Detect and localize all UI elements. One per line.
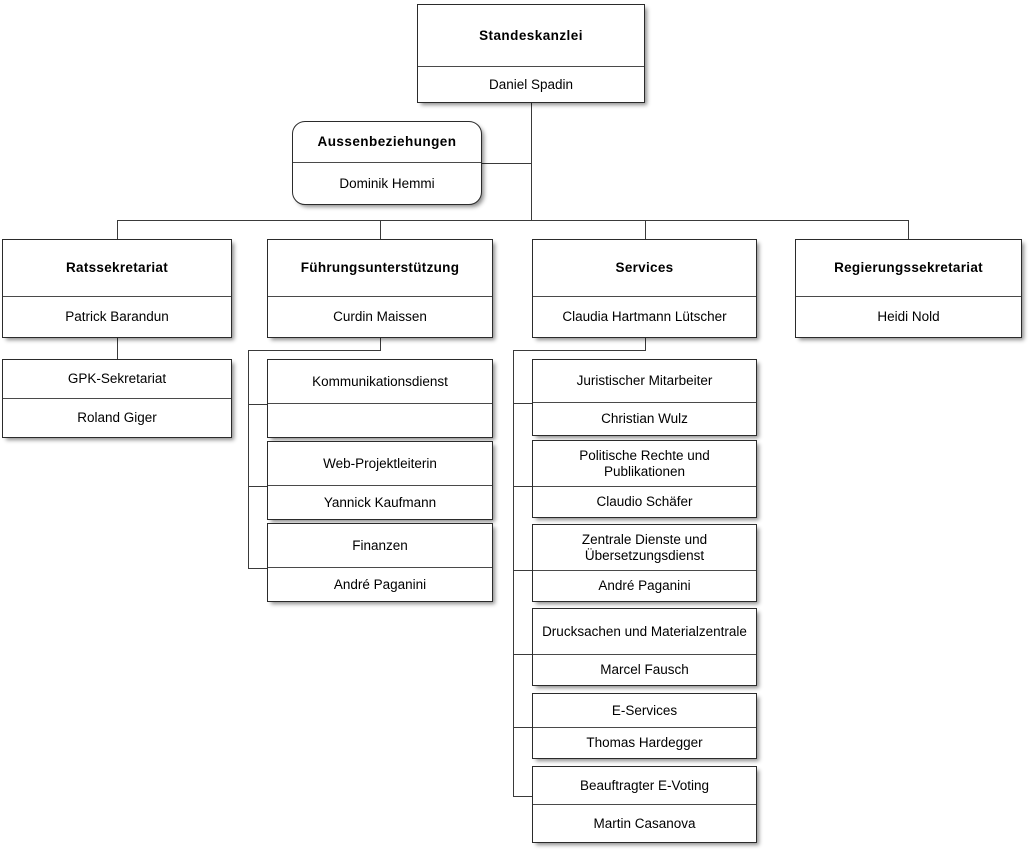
connector-services-stub-3	[513, 570, 533, 571]
node-e-services[interactable]: E-Services Thomas Hardegger	[532, 693, 757, 759]
connector-fuehrung-drop	[380, 338, 381, 350]
connector-services-stub-1	[513, 403, 533, 404]
node-standeskanzlei[interactable]: Standeskanzlei Daniel Spadin	[417, 4, 645, 103]
node-juristischer-mitarbeiter[interactable]: Juristischer Mitarbeiter Christian Wulz	[532, 359, 757, 436]
node-person: Thomas Hardegger	[533, 727, 756, 758]
connector-services-elbow	[513, 350, 646, 351]
connector-drop-ratssekretariat	[117, 220, 118, 240]
node-drucksachen-und-materialzentrale[interactable]: Drucksachen und Materialzentrale Marcel …	[532, 608, 757, 686]
connector-drop-regierungssekretariat	[908, 220, 909, 240]
connector-fuehrung-trunk	[248, 350, 249, 568]
connector-services-stub-2	[513, 486, 533, 487]
connector-staff-unit	[482, 163, 532, 164]
connector-services-stub-6	[513, 796, 533, 797]
node-title: Standeskanzlei	[479, 27, 583, 43]
node-ratssekretariat[interactable]: Ratssekretariat Patrick Barandun	[2, 239, 232, 338]
node-title: Kommunikationsdienst	[312, 373, 448, 389]
connector-fuehrung-elbow	[248, 350, 381, 351]
connector-services-drop	[645, 338, 646, 350]
connector-drop-fuehrungsunterstuetzung	[380, 220, 381, 240]
node-title: E-Services	[611, 702, 678, 718]
node-beauftragter-e-voting[interactable]: Beauftragter E-Voting Martin Casanova	[532, 766, 757, 843]
node-person: Christian Wulz	[533, 402, 756, 435]
node-person: André Paganini	[533, 570, 756, 601]
node-title: Services	[615, 260, 674, 276]
node-title: Ratssekretariat	[65, 260, 169, 276]
node-title: Aussenbeziehungen	[317, 134, 457, 150]
node-title: Beauftragter E-Voting	[579, 777, 710, 793]
node-person: Heidi Nold	[796, 296, 1021, 337]
node-gpk-sekretariat[interactable]: GPK-Sekretariat Roland Giger	[2, 359, 232, 438]
node-zentrale-dienste-und-uebersetzungsdienst[interactable]: Zentrale Dienste und Übersetzungsdienst …	[532, 524, 757, 602]
node-services[interactable]: Services Claudia Hartmann Lütscher	[532, 239, 757, 338]
connector-services-stub-4	[513, 654, 533, 655]
node-title: Drucksachen und Materialzentrale	[542, 623, 747, 639]
node-finanzen[interactable]: Finanzen André Paganini	[267, 523, 493, 602]
connector-services-trunk	[513, 350, 514, 796]
node-person: Marcel Fausch	[533, 654, 756, 685]
node-title: Politische Rechte und Publikationen	[579, 447, 710, 479]
node-aussenbeziehungen[interactable]: Aussenbeziehungen Dominik Hemmi	[292, 121, 482, 205]
node-person: André Paganini	[268, 567, 492, 601]
connector-ratssekretariat-children	[117, 338, 118, 359]
node-person: Yannick Kaufmann	[268, 485, 492, 519]
connector-fuehrung-stub-1	[248, 404, 268, 405]
node-person	[268, 403, 492, 437]
node-person: Curdin Maissen	[268, 296, 492, 337]
node-regierungssekretariat[interactable]: Regierungssekretariat Heidi Nold	[795, 239, 1022, 338]
node-title: Zentrale Dienste und Übersetzungsdienst	[581, 531, 708, 563]
node-title: Finanzen	[352, 537, 408, 553]
node-title: Führungsunterstützung	[300, 260, 460, 276]
node-person: Claudia Hartmann Lütscher	[533, 296, 756, 337]
connector-fuehrung-stub-2	[248, 486, 268, 487]
connector-department-bus	[117, 220, 909, 221]
node-web-projektleiterin[interactable]: Web-Projektleiterin Yannick Kaufmann	[267, 441, 493, 520]
node-person: Patrick Barandun	[3, 296, 231, 337]
node-person: Daniel Spadin	[418, 66, 644, 102]
connector-root-stem	[531, 103, 532, 221]
node-title: Regierungssekretariat	[834, 260, 983, 276]
node-person: Roland Giger	[3, 398, 231, 437]
node-person: Claudio Schäfer	[533, 486, 756, 517]
connector-services-stub-5	[513, 727, 533, 728]
node-title: Web-Projektleiterin	[323, 455, 437, 471]
node-kommunikationsdienst[interactable]: Kommunikationsdienst	[267, 359, 493, 438]
node-person: Dominik Hemmi	[293, 162, 481, 204]
node-fuehrungsunterstuetzung[interactable]: Führungsunterstützung Curdin Maissen	[267, 239, 493, 338]
node-politische-rechte-und-publikationen[interactable]: Politische Rechte und Publikationen Clau…	[532, 440, 757, 518]
connector-fuehrung-stub-3	[248, 568, 268, 569]
node-person: Martin Casanova	[533, 804, 756, 842]
node-title: Juristischer Mitarbeiter	[576, 373, 713, 389]
connector-drop-services	[645, 220, 646, 240]
node-title: GPK-Sekretariat	[67, 371, 167, 387]
